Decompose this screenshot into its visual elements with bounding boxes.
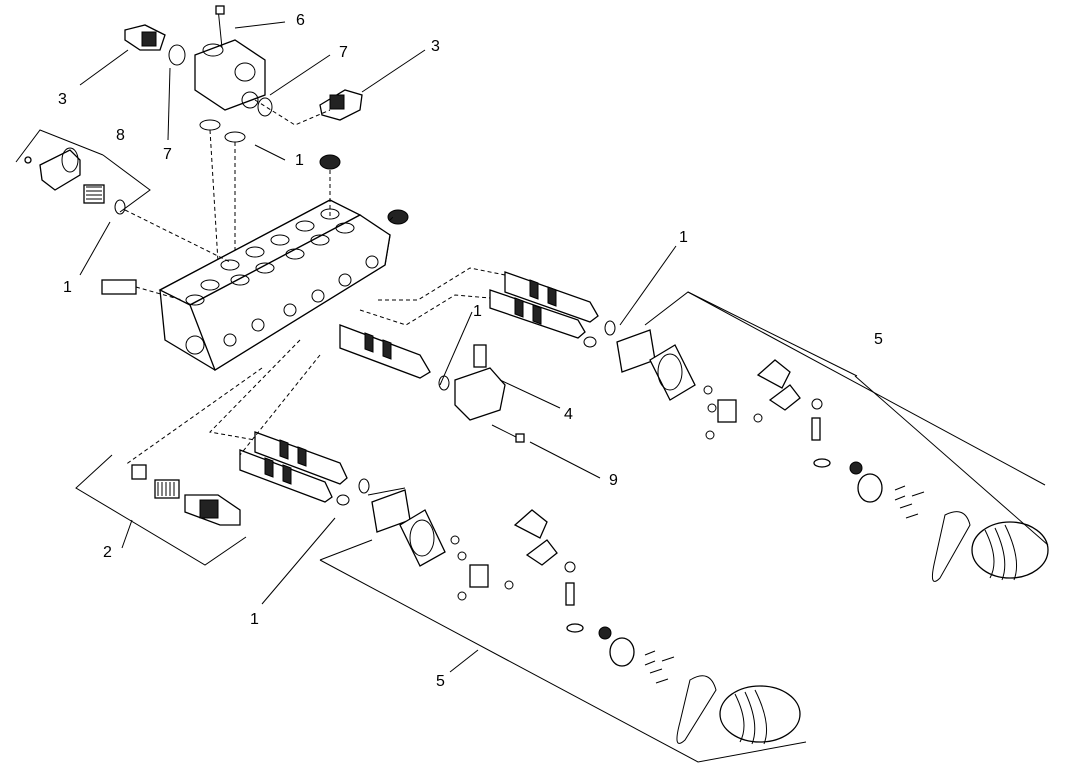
handle-bracket — [438, 344, 506, 421]
boot-lower — [676, 675, 801, 745]
callout-6: 6 — [296, 12, 305, 29]
spool-lower-1 — [254, 431, 348, 485]
callout-1-bottom: 1 — [250, 611, 259, 628]
callout-3-left: 3 — [58, 91, 67, 108]
callout-8: 8 — [116, 127, 125, 144]
spool-upper-1 — [504, 271, 599, 323]
top-valve-block — [168, 5, 273, 143]
plug-right — [387, 209, 409, 225]
callout-2: 2 — [103, 544, 112, 561]
fitting-left — [124, 24, 166, 51]
spool-center — [339, 324, 431, 379]
plug-left — [101, 279, 137, 295]
callout-1-right: 1 — [679, 229, 688, 246]
alignment-lines — [124, 99, 506, 466]
check-valve-assembly — [131, 464, 241, 526]
callout-1-top: 1 — [295, 152, 304, 169]
cover-plate-lower — [336, 478, 446, 567]
callout-9: 9 — [609, 472, 618, 489]
callout-numbers: 6 7 3 3 7 1 8 1 1 4 9 1 5 2 1 5 — [58, 12, 883, 690]
spool-upper-2 — [489, 289, 586, 339]
fitting-right — [319, 89, 363, 121]
relief-cartridge-left — [24, 147, 126, 215]
valve-body — [158, 199, 391, 371]
callout-1-center: 1 — [473, 303, 482, 320]
callout-1-left: 1 — [63, 279, 72, 296]
leader-lines — [15, 21, 1049, 763]
plug-top — [319, 154, 341, 170]
spool-lower-2 — [239, 449, 333, 503]
linkage-upper — [703, 359, 925, 519]
callout-3-right: 3 — [431, 38, 440, 55]
callout-5-bottom: 5 — [436, 673, 445, 690]
callout-7-left: 7 — [163, 146, 172, 163]
boot-upper — [931, 511, 1049, 582]
callout-7-right: 7 — [339, 44, 348, 61]
cover-plate-upper — [583, 320, 696, 401]
pin — [491, 424, 525, 443]
callout-4: 4 — [564, 406, 573, 423]
linkage-lower — [450, 509, 675, 684]
callout-5-right: 5 — [874, 331, 883, 348]
